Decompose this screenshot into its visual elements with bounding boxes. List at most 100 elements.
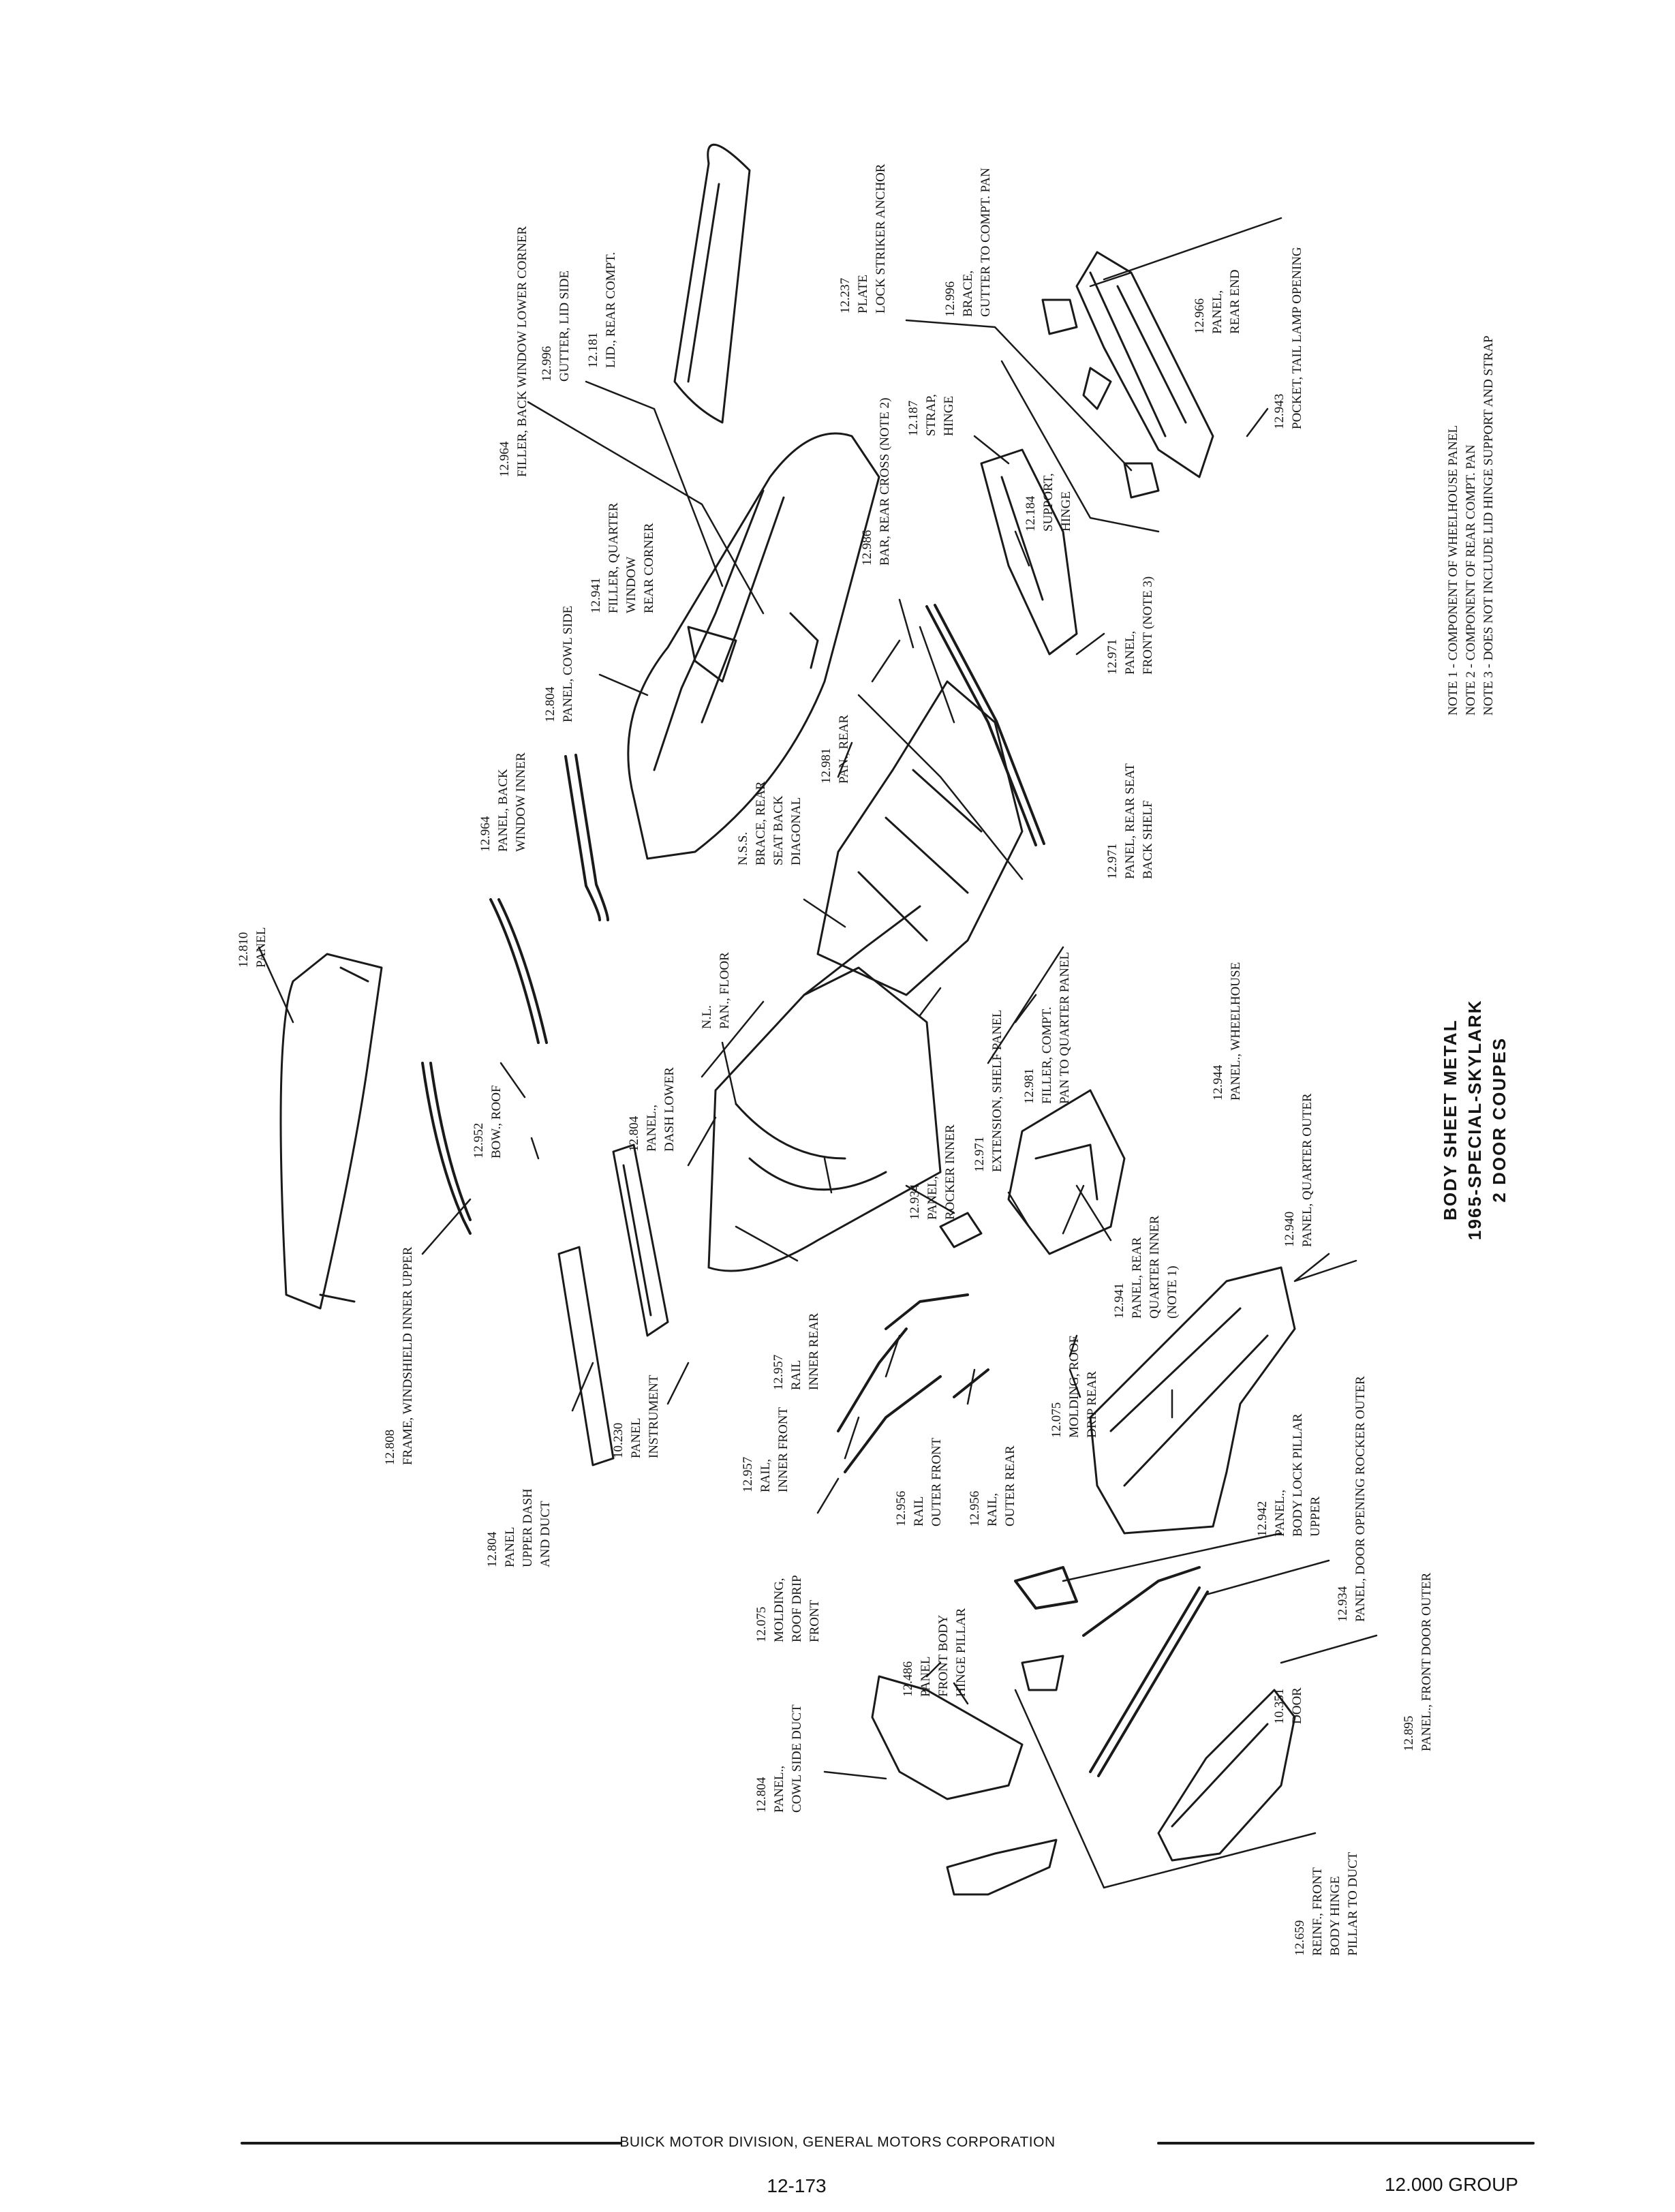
label-pan-floor-line-2: PAN., FLOOR (718, 952, 732, 1029)
label-filler-back-window-line-1: 12.964 (497, 441, 512, 477)
panel-810-outline (279, 953, 383, 1310)
label-panel-pillar-upper-line-1: 12.942 (1255, 1501, 1270, 1537)
label-panel-back-window-line-2: PANEL, BACK (496, 769, 510, 852)
label-panel-pillar-upper-line-4: UPPER (1308, 1496, 1323, 1537)
label-panel-quarter-outer-line-1: 12.940 (1282, 1211, 1297, 1247)
label-strap-hinge-line-3: HINGE (942, 395, 956, 436)
label-panel-cowl-side-line-2: PANEL, COWL SIDE (561, 605, 575, 722)
label-support-hinge-line-3: HINGE (1059, 491, 1073, 532)
label-bow-roof-line-2: BOW., ROOF (489, 1085, 504, 1158)
diagram-title-line-2: 1965-SPECIAL-SKYLARK (1464, 999, 1485, 1240)
lock-pillar-outline (1014, 1566, 1201, 1637)
label-gutter-lid-side-line-1: 12.996 (540, 345, 554, 382)
label-brace-rear-seat-line-1: N.S.S. (736, 831, 750, 865)
label-filler-quarter-line-4: REAR CORNER (642, 523, 656, 614)
label-molding-drip-front-line-3: ROOF DRIP (790, 1575, 804, 1642)
label-molding-drip-front-line-4: FRONT (808, 1599, 822, 1642)
label-door-line-1: 10.351 (1272, 1688, 1287, 1724)
label-panel-cowl-duct-line-1: 12.804 (754, 1777, 769, 1813)
label-panel-quarter-inner-line-1: 12.941 (1112, 1282, 1126, 1319)
notes-block-line-1: NOTE 1 - COMPONENT OF WHEELHOUSE PANEL (1446, 425, 1460, 716)
label-reinf-hinge-pillar-line-4: PILLAR TO DUCT (1346, 1852, 1360, 1956)
hinge-pillar-outline (871, 1675, 1058, 1896)
label-panel-door-outer-line-2: PANEL., FRONT DOOR OUTER (1419, 1572, 1434, 1751)
label-rail-inner-rear-line-1: 12.957 (771, 1354, 786, 1390)
label-panel-back-window-line-3: WINDOW INNER (514, 752, 528, 852)
label-frame-windshield-line-1: 12.808 (383, 1429, 397, 1465)
label-panel-rear-end-line-2: PANEL, (1210, 290, 1225, 334)
label-panel-front-note3-line-2: PANEL, (1123, 630, 1137, 675)
label-panel-back-window-line-1: 12.964 (478, 816, 493, 852)
small-bracket-outlines (939, 298, 1160, 1691)
back-window-panel-outline (564, 754, 609, 921)
footer-corporation: BUICK MOTOR DIVISION, GENERAL MOTORS COR… (619, 2134, 1056, 2150)
label-filler-compt-pan-line-1: 12.981 (1022, 1068, 1036, 1104)
label-panel-hinge-pillar-line-1: 12.486 (901, 1661, 915, 1697)
label-panel-front-note3-line-1: 12.971 (1105, 639, 1120, 675)
label-brace-rear-seat-line-2: BRACE, REAR (754, 781, 768, 865)
label-panel-quarter-inner-line-4: (NOTE 1) (1165, 1265, 1180, 1319)
label-panel-upper-dash-line-2: PANEL (503, 1526, 517, 1567)
rocker-outer-outline (1089, 1586, 1209, 1777)
label-filler-back-window-line-2: FILLER, BACK WINDOW LOWER CORNER (515, 226, 529, 477)
label-extension-shelf-line-1: 12.971 (972, 1136, 987, 1172)
label-filler-quarter-line-1: 12.941 (589, 577, 603, 613)
label-panel-rocker-inner-line-3: ROCKER INNER (943, 1124, 957, 1220)
label-panel-upper-dash-line-4: AND DUCT (538, 1501, 553, 1567)
label-panel-rear-seat-line-3: BACK SHELF (1141, 800, 1155, 879)
label-panel-instrument-line-3: INSTRUMENT (647, 1374, 661, 1458)
label-panel-rear-seat-line-1: 12.971 (1105, 843, 1120, 879)
label-rail-outer-rear-line-2: RAIL, (985, 1492, 1000, 1526)
label-panel-door-rocker-line-2: PANEL, DOOR OPENING ROCKER OUTER (1353, 1376, 1368, 1622)
label-strap-hinge-line-2: STRAP, (924, 394, 938, 436)
label-support-hinge-line-2: SUPPORT, (1041, 473, 1056, 532)
dash-panel-outline (557, 1143, 669, 1466)
label-molding-drip-rear-line-1: 12.075 (1049, 1402, 1064, 1438)
label-filler-quarter-line-3: WINDOW (624, 556, 639, 613)
label-panel-instrument-line-1: 10.230 (611, 1422, 626, 1458)
label-pan-floor: N.L.PAN., FLOOR (698, 952, 734, 1029)
label-panel-810-line-1: 12.810 (236, 932, 251, 968)
rear-shelf-bar-outline (925, 604, 1045, 846)
label-plate-lock-striker-line-1: 12.237 (838, 277, 852, 313)
diagram-title-line-1: BODY SHEET METAL (1440, 1019, 1460, 1220)
label-pan-rear-line-2: PAN., REAR (837, 714, 851, 784)
label-plate-lock-striker-line-3: LOCK STRIKER ANCHOR (874, 164, 888, 313)
label-rail-outer-front-line-1: 12.956 (894, 1490, 908, 1526)
label-panel-dash-lower-line-2: PANEL., (645, 1105, 659, 1152)
label-reinf-hinge-pillar-line-3: BODY HINGE (1328, 1876, 1342, 1956)
label-extension-shelf-line-2: EXTENSION, SHELF PANEL (990, 1009, 1004, 1172)
diagram-title-line-3: 2 DOOR COUPES (1489, 1036, 1509, 1203)
label-pocket-tail-lamp-line-2: POCKET, TAIL LAMP OPENING (1290, 247, 1304, 429)
page-number: 12-173 (767, 2175, 827, 2196)
label-brace-gutter-line-1: 12.996 (943, 281, 957, 317)
label-panel-rocker-inner-line-2: PANEL, (925, 1176, 940, 1220)
label-brace-gutter-line-3: GUTTER TO COMPT. PAN (979, 168, 993, 317)
